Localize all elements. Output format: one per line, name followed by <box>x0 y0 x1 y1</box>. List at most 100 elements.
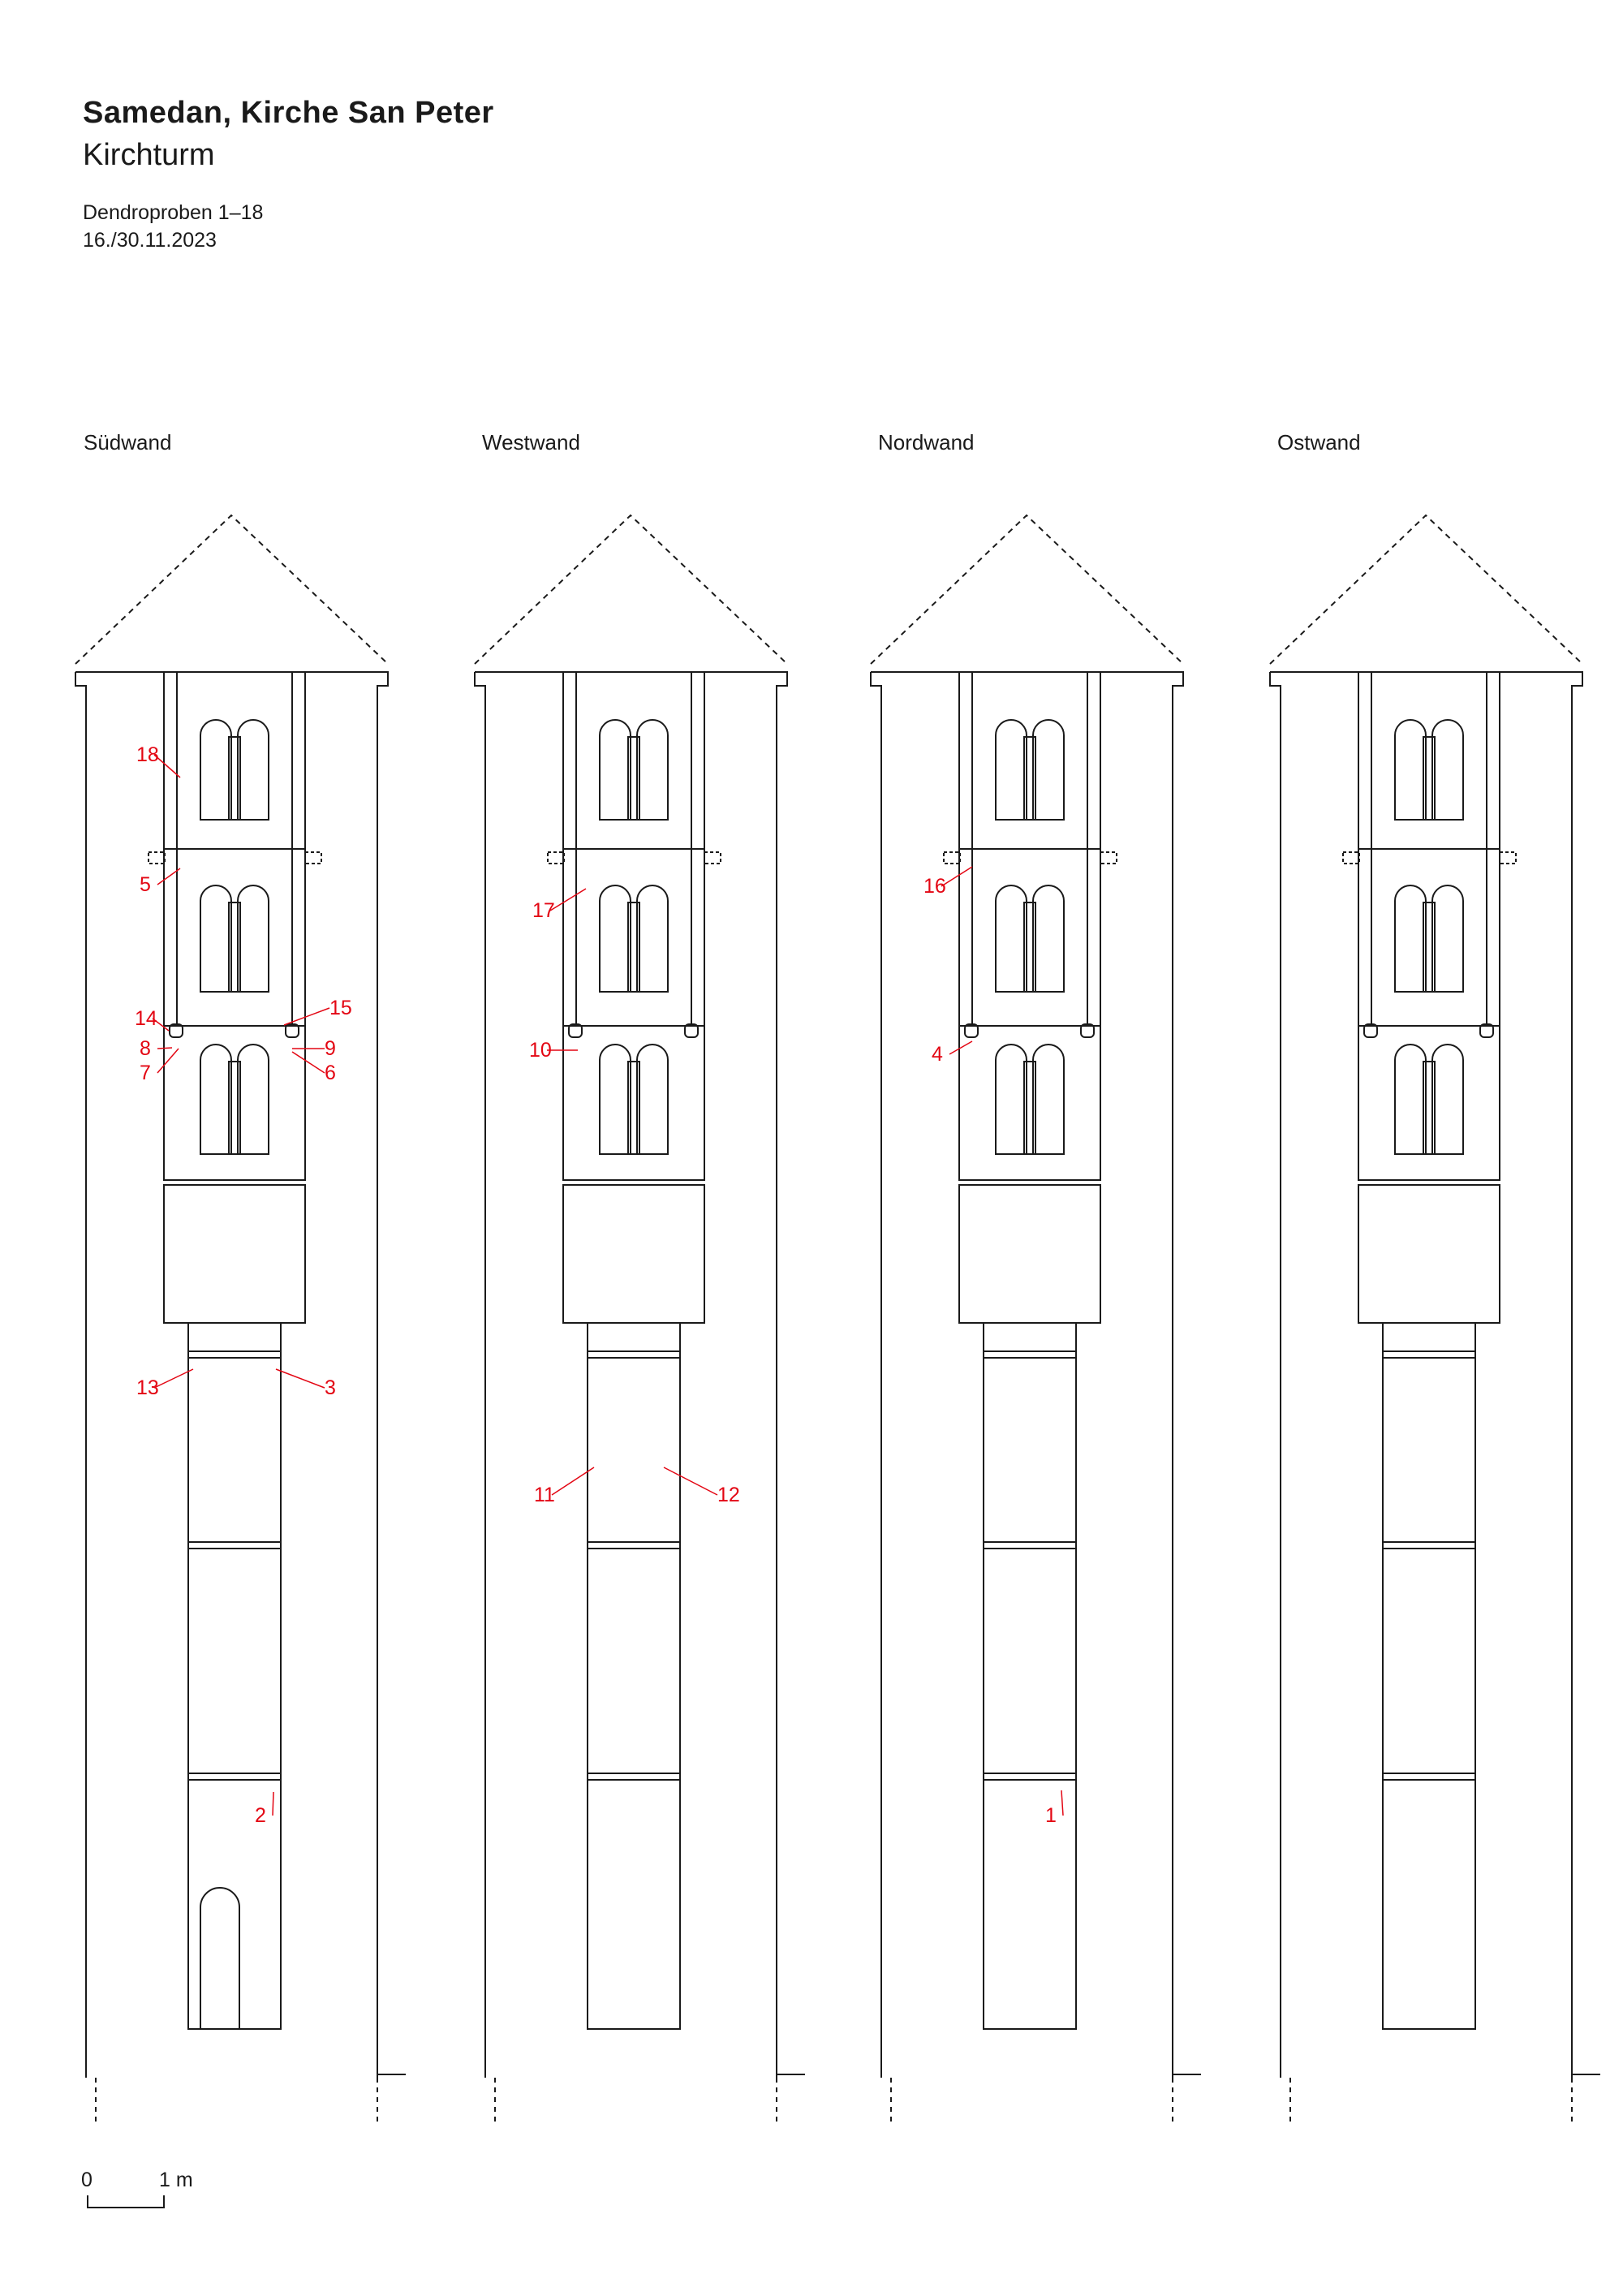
arched-window <box>995 885 1027 993</box>
sample-leader-line <box>663 1467 718 1496</box>
beam-end-right <box>704 851 721 864</box>
arched-window <box>1431 719 1464 821</box>
roof-outline <box>75 514 389 665</box>
sample-marker-11: 11 <box>534 1467 595 1506</box>
tower-shaft <box>1382 1322 1476 2030</box>
arched-window <box>200 719 232 821</box>
window-mullion <box>228 1061 241 1155</box>
arched-window <box>995 719 1027 821</box>
sample-marker-6: 6 <box>291 1051 336 1084</box>
beam-end-block <box>684 1023 699 1038</box>
sample-leader-line <box>949 1040 973 1055</box>
wall-label-west: Westwand <box>482 430 580 454</box>
window-mullion <box>1423 1061 1436 1155</box>
belfry-level-lower <box>1358 1025 1500 1181</box>
sample-leader-line <box>152 1018 170 1032</box>
tower-body-upper <box>958 1184 1101 1324</box>
sample-number-12: 12 <box>717 1484 740 1506</box>
sample-marker-9: 9 <box>292 1037 336 1060</box>
sample-leader-line <box>291 1051 325 1074</box>
wall-outline <box>474 671 788 2078</box>
sample-number-5: 5 <box>140 873 151 896</box>
beam-end-right <box>1499 851 1517 864</box>
sample-marker-12: 12 <box>663 1467 740 1506</box>
sample-leader-line <box>157 868 181 885</box>
sample-leader-line <box>549 888 587 911</box>
arched-window <box>1032 885 1065 993</box>
section-cut <box>1289 2078 1573 2126</box>
window-mullion <box>627 1061 640 1155</box>
sample-leader-line <box>941 866 973 887</box>
arched-window <box>599 1044 631 1155</box>
window-mullion <box>1423 736 1436 821</box>
tower-body-upper <box>163 1184 306 1324</box>
sample-number-16: 16 <box>923 875 946 898</box>
beam-end-left <box>547 851 565 864</box>
sample-leader-line <box>153 1368 194 1389</box>
wall-outline <box>1269 671 1583 2078</box>
scale-bar: 0 1 m <box>81 2169 193 2208</box>
section-cut <box>890 2078 1173 2126</box>
arched-window <box>1431 885 1464 993</box>
tower-west <box>474 514 805 2126</box>
arched-window <box>636 885 669 993</box>
belfry-level-lower <box>562 1025 705 1181</box>
arched-window <box>636 1044 669 1155</box>
arched-window <box>1394 1044 1427 1155</box>
sample-marker-4: 4 <box>932 1040 973 1066</box>
arched-window <box>1431 1044 1464 1155</box>
section-cut <box>494 2078 777 2126</box>
sample-marker-16: 16 <box>923 866 973 898</box>
arched-window <box>1394 719 1427 821</box>
scale-one-meter: 1 m <box>159 2169 193 2191</box>
window-mullion <box>228 736 241 821</box>
wall-label-ost: Ostwand <box>1277 430 1361 454</box>
arched-window <box>237 719 269 821</box>
sample-marker-14: 14 <box>135 1007 170 1032</box>
tower-body-upper <box>562 1184 705 1324</box>
sample-number-7: 7 <box>140 1062 151 1084</box>
sample-number-6: 6 <box>325 1062 336 1084</box>
sample-leader-line <box>1061 1790 1064 1816</box>
door-arch <box>200 1887 240 2029</box>
belfry-level-middle <box>562 848 705 1027</box>
scale-zero: 0 <box>81 2169 93 2191</box>
frame-posts <box>1371 672 1487 1026</box>
roof-outline <box>1269 514 1583 665</box>
sample-number-8: 8 <box>140 1037 151 1060</box>
roof-outline <box>870 514 1184 665</box>
belfry-level-middle <box>163 848 306 1027</box>
tower-nord <box>870 514 1201 2126</box>
tower-shaft <box>983 1322 1077 2030</box>
sample-marker-13: 13 <box>136 1368 194 1399</box>
sample-leader-line <box>153 754 181 778</box>
sample-number-14: 14 <box>135 1007 157 1030</box>
sample-number-18: 18 <box>136 743 159 766</box>
sample-marker-15: 15 <box>283 997 352 1026</box>
arched-window <box>636 719 669 821</box>
beam-end-block <box>1080 1023 1095 1038</box>
sample-number-17: 17 <box>532 899 555 922</box>
arched-window <box>237 1044 269 1155</box>
window-mullion <box>627 902 640 993</box>
tower-ost <box>1269 514 1600 2126</box>
arched-window <box>200 885 232 993</box>
tower-shaft <box>587 1322 681 2030</box>
page-title: Samedan, Kirche San Peter <box>83 96 494 130</box>
arched-window <box>599 885 631 993</box>
date-caption: 16./30.11.2023 <box>83 229 217 252</box>
arched-window <box>1394 885 1427 993</box>
sample-leader-line <box>157 1048 179 1074</box>
window-mullion <box>1023 736 1036 821</box>
belfry-level-top <box>163 671 306 850</box>
window-mullion <box>1023 902 1036 993</box>
beam-end-block <box>1363 1023 1378 1038</box>
sample-leader-line <box>275 1368 325 1389</box>
window-mullion <box>1423 902 1436 993</box>
arched-window <box>995 1044 1027 1155</box>
beam-end-left <box>943 851 961 864</box>
section-cut <box>95 2078 378 2126</box>
tower-body-upper <box>1358 1184 1500 1324</box>
window-mullion <box>228 902 241 993</box>
